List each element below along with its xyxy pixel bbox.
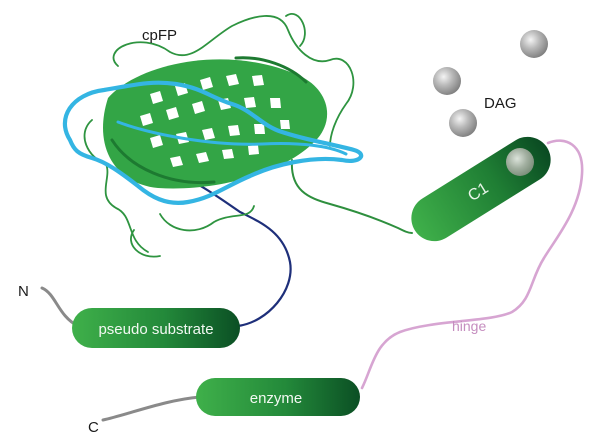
- barrel-body: [103, 59, 328, 189]
- cyan-loop: [62, 80, 364, 205]
- c-terminus-tail: [101, 395, 202, 422]
- c-terminus-label: C: [88, 419, 99, 436]
- cyan-loop-inner: [116, 120, 348, 156]
- c1-domain: C1: [411, 136, 551, 242]
- pseudo-substrate-pill: [72, 308, 240, 348]
- cpfp-barrel: [62, 13, 364, 258]
- green-linker: [290, 159, 413, 234]
- coil-loops: [83, 13, 355, 258]
- enzyme-pill: [196, 378, 360, 416]
- enzyme-label: enzyme: [250, 390, 303, 407]
- dag-sphere-3: [449, 109, 477, 137]
- dag-sphere-2: [433, 67, 461, 95]
- dag-sphere-bound: [506, 148, 534, 176]
- n-terminus-tail: [40, 286, 80, 328]
- dag-sphere-1: [520, 30, 548, 58]
- dag-label: DAG: [484, 95, 517, 112]
- hinge-linker: [360, 139, 584, 390]
- navy-linker: [158, 164, 292, 328]
- hinge-label: hinge: [452, 318, 486, 334]
- n-terminus-label: N: [18, 283, 29, 300]
- barrel-edge: [110, 56, 308, 185]
- pseudo-substrate-label: pseudo substrate: [98, 321, 213, 338]
- cpfp-label: cpFP: [142, 27, 177, 44]
